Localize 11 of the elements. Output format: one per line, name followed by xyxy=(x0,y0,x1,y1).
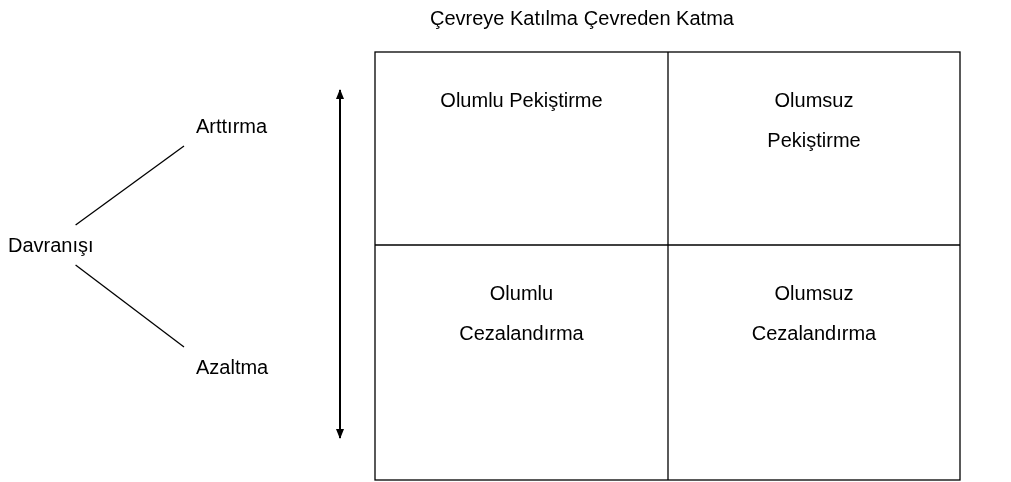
connector-line xyxy=(74,264,185,348)
cell-text: Olumsuz Cezalandırma xyxy=(750,281,878,346)
cell-text: Olumlu Cezalandırma xyxy=(458,281,585,346)
node-label: Azaltma xyxy=(196,355,269,379)
column-header: Çevreden Katma xyxy=(583,6,734,30)
column-header: Çevreye Katılma xyxy=(430,6,578,30)
cell-text: Olumlu Pekiştirme xyxy=(439,88,604,113)
node-label: Davranışı xyxy=(8,233,94,257)
node-label: Arttırma xyxy=(196,114,268,138)
cell-text: Olumsuz Pekiştirme xyxy=(766,88,862,153)
connector-line xyxy=(74,145,185,226)
